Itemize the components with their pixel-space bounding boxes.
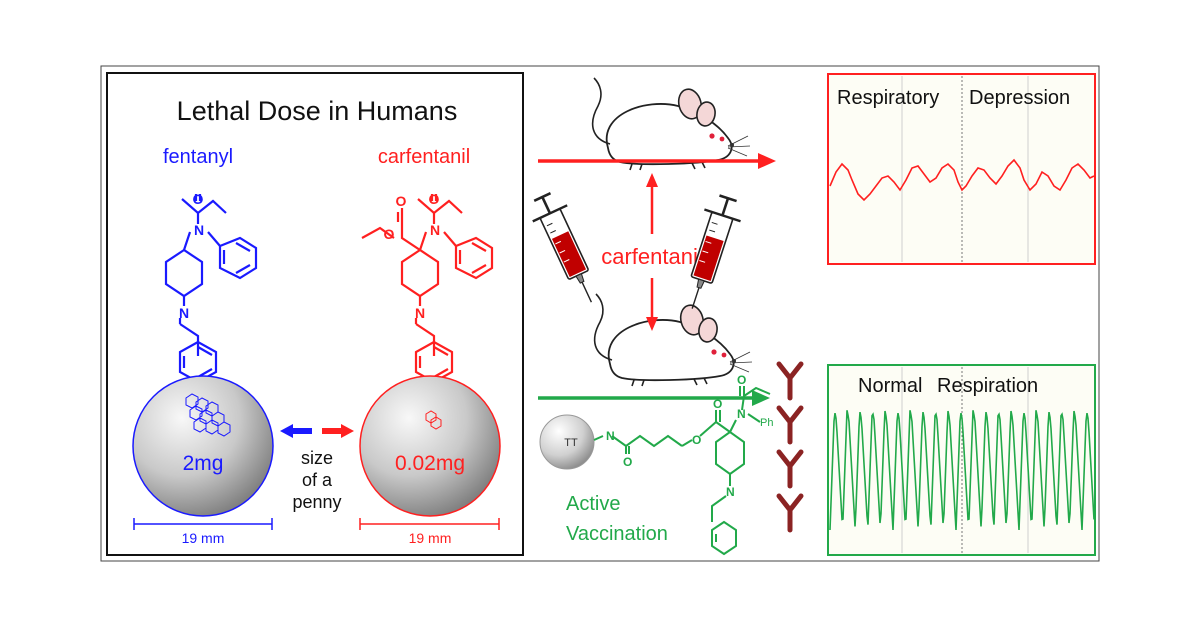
hapten-ester-oxygen: O	[692, 433, 701, 447]
carfentanil-penny	[359, 375, 501, 517]
carfentanil-amide-oxygen: O	[429, 191, 440, 207]
carfentanil-scale-bar	[359, 518, 500, 530]
carfentanil-ring-nitrogen: N	[415, 305, 425, 321]
left-panel-title: Lethal Dose in Humans	[177, 96, 458, 126]
fentanyl-crystal-icon	[185, 393, 231, 437]
carfentanil-up-arrow	[646, 173, 658, 234]
carrier-protein-ball	[539, 414, 595, 470]
fentanyl-amide-nitrogen: N	[194, 222, 204, 238]
vaccination-arrow	[538, 390, 770, 406]
comparison-line-1: size	[301, 448, 333, 468]
carfentanil-label: carfentanil	[378, 146, 470, 168]
carfentanil-challenge-label: carfentanil	[601, 244, 703, 269]
fentanyl-scale-label: 19 mm	[182, 530, 225, 546]
respiratory-depression-title-word-1: Respiratory	[837, 87, 939, 109]
carfentanil-down-arrow	[646, 278, 658, 331]
fentanyl-label: fentanyl	[163, 146, 233, 168]
fentanyl-scale-bar	[133, 518, 273, 530]
carrier-protein-label: TT	[564, 437, 578, 449]
respiratory-depression-grid	[901, 76, 1029, 262]
carfentanil-structure	[361, 194, 494, 384]
fentanyl-penny	[132, 375, 274, 517]
carfentanil-ester-oxygen: O	[396, 193, 407, 209]
hapten-anilide-nitrogen: N	[737, 407, 746, 421]
vaccination-label-line-2: Vaccination	[566, 523, 668, 545]
comparison-line-2: of a	[302, 470, 333, 490]
comparison-arrows	[280, 424, 354, 438]
normal-respiration-title-word-1: Normal	[858, 375, 922, 397]
normal-respiration-title-word-2: Respiration	[937, 375, 1038, 397]
normal-respiration-trace	[829, 410, 1095, 531]
carfentanil-amide-nitrogen: N	[430, 222, 440, 238]
fentanyl-dose: 2mg	[183, 452, 224, 475]
hapten-ester-carbonyl-oxygen: O	[713, 397, 722, 411]
carfentanil-methoxy-oxygen: O	[384, 226, 395, 242]
fentanyl-ring-nitrogen: N	[179, 305, 189, 321]
hapten-structure	[593, 386, 771, 556]
hapten-carbonyl-oxygen: O	[623, 455, 632, 469]
fentanyl-oxygen: O	[193, 191, 204, 207]
carfentanil-crystal-icon	[425, 410, 442, 430]
hapten-phenyl-label: Ph	[760, 417, 773, 429]
respiratory-depression-trace	[829, 158, 1095, 202]
carfentanil-dose: 0.02mg	[395, 452, 465, 475]
carfentanil-scale-label: 19 mm	[409, 530, 452, 546]
hapten-amide-nitrogen: N	[606, 429, 615, 443]
hapten-ring-nitrogen: N	[726, 485, 735, 499]
vaccination-label-line-1: Active	[566, 493, 620, 515]
exposure-arrow	[538, 153, 776, 169]
comparison-line-3: penny	[292, 492, 341, 512]
hapten-acyl-oxygen: O	[737, 373, 746, 387]
respiratory-depression-title-word-2: Depression	[969, 87, 1070, 109]
